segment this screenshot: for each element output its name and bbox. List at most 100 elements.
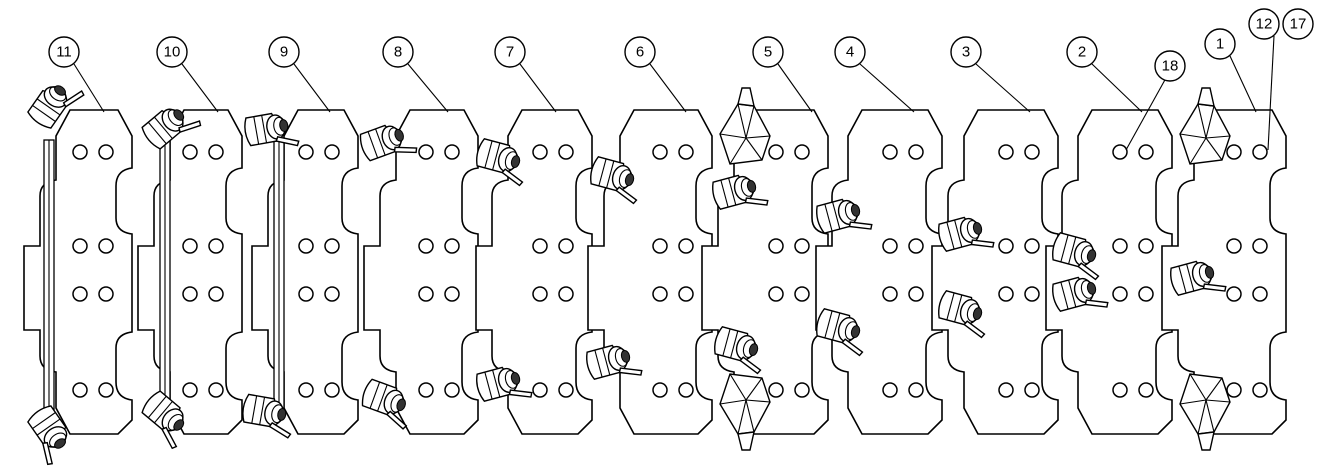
balloon-label: 6	[636, 44, 644, 61]
mounting-hole	[558, 144, 574, 160]
leader-line	[1125, 77, 1167, 151]
pick-bit	[816, 307, 864, 357]
pick-bit	[244, 112, 300, 147]
mounting-hole	[532, 382, 548, 398]
balloon-circle	[1066, 36, 1098, 68]
mounting-hole	[1112, 286, 1128, 302]
balloon-circle	[494, 36, 526, 68]
mounting-hole	[998, 382, 1014, 398]
balloon-circle	[156, 36, 188, 68]
leaders-layer	[73, 35, 1275, 151]
balloon-label: 11	[56, 44, 72, 61]
mounting-hole	[182, 238, 198, 254]
balloon-circle	[48, 36, 80, 68]
balloon-label: 5	[764, 44, 772, 61]
leader-line	[1229, 55, 1257, 113]
mounting-hole	[1138, 382, 1154, 398]
leader-line	[975, 63, 1031, 113]
callout-balloon-17: 17	[1282, 8, 1314, 40]
mounting-hole	[1252, 286, 1268, 302]
pick-bit	[1052, 276, 1109, 313]
mounting-hole	[998, 286, 1014, 302]
mounting-hole	[444, 286, 460, 302]
mounting-hole	[298, 286, 314, 302]
balloon-label: 12	[1256, 16, 1273, 33]
mounting-hole	[298, 382, 314, 398]
mounting-hole	[768, 144, 784, 160]
pick-bit	[242, 393, 292, 439]
pick-bit	[476, 366, 533, 403]
conical-pick	[719, 87, 771, 165]
pick-bit	[27, 405, 68, 466]
callout-balloon-3: 3	[950, 36, 982, 68]
mounting-hole	[794, 382, 810, 398]
mounting-hole	[98, 286, 114, 302]
mounting-hole	[652, 144, 668, 160]
pick-bit	[141, 390, 185, 450]
mounting-hole	[678, 286, 694, 302]
mounting-hole	[1138, 286, 1154, 302]
balloon-label: 2	[1078, 44, 1086, 61]
mounting-hole	[998, 144, 1014, 160]
callout-balloon-9: 9	[268, 36, 300, 68]
mounting-hole	[1252, 238, 1268, 254]
balloon-circle	[1204, 28, 1236, 60]
pick-bit	[1170, 260, 1227, 297]
mounting-hole	[324, 286, 340, 302]
mounting-hole	[298, 144, 314, 160]
mounting-hole	[652, 286, 668, 302]
balloon-label: 1	[1216, 36, 1224, 53]
balloon-label: 17	[1290, 16, 1307, 33]
balloon-label: 18	[1162, 58, 1179, 75]
callout-balloon-6: 6	[624, 36, 656, 68]
plate-outline	[815, 109, 943, 435]
mounting-hole	[794, 286, 810, 302]
pick-bit	[938, 216, 995, 253]
mounting-hole	[208, 286, 224, 302]
mounting-hole	[768, 238, 784, 254]
mounting-hole	[1226, 286, 1242, 302]
balloon-circle	[834, 36, 866, 68]
mounting-hole	[72, 286, 88, 302]
mounting-hole	[678, 382, 694, 398]
mounting-hole	[298, 238, 314, 254]
balloon-circle	[752, 36, 784, 68]
mounting-hole	[418, 382, 434, 398]
leader-line	[73, 63, 105, 113]
mounting-hole	[418, 286, 434, 302]
pick-bit	[586, 344, 643, 381]
balloon-circle	[1154, 50, 1186, 82]
pick-bit	[141, 108, 202, 150]
mounting-hole	[1112, 238, 1128, 254]
leader-line	[859, 63, 915, 113]
mounting-hole	[908, 286, 924, 302]
leader-line	[407, 63, 449, 113]
plates-layer	[23, 109, 1287, 435]
callout-balloon-10: 10	[156, 36, 188, 68]
pick-bit	[938, 289, 986, 339]
mounting-hole	[998, 238, 1014, 254]
plate-outline	[1161, 109, 1287, 435]
callout-balloon-11: 11	[48, 36, 80, 68]
plate-outline	[475, 109, 593, 435]
mounting-hole	[324, 238, 340, 254]
mounting-hole	[182, 286, 198, 302]
mounting-hole	[532, 144, 548, 160]
mounting-hole	[1138, 238, 1154, 254]
mounting-hole	[1226, 144, 1242, 160]
mounting-hole	[1252, 382, 1268, 398]
pick-bit	[714, 325, 762, 375]
conical-pick	[719, 373, 771, 451]
balloon-label: 3	[962, 44, 970, 61]
mounting-hole	[182, 144, 198, 160]
plate-outline	[931, 109, 1059, 435]
callout-balloon-4: 4	[834, 36, 866, 68]
leader-line	[777, 63, 813, 113]
mounting-hole	[418, 238, 434, 254]
balloon-circle	[950, 36, 982, 68]
callout-balloon-12: 12	[1248, 8, 1280, 40]
leader-line	[519, 63, 557, 113]
balloon-circle	[624, 36, 656, 68]
